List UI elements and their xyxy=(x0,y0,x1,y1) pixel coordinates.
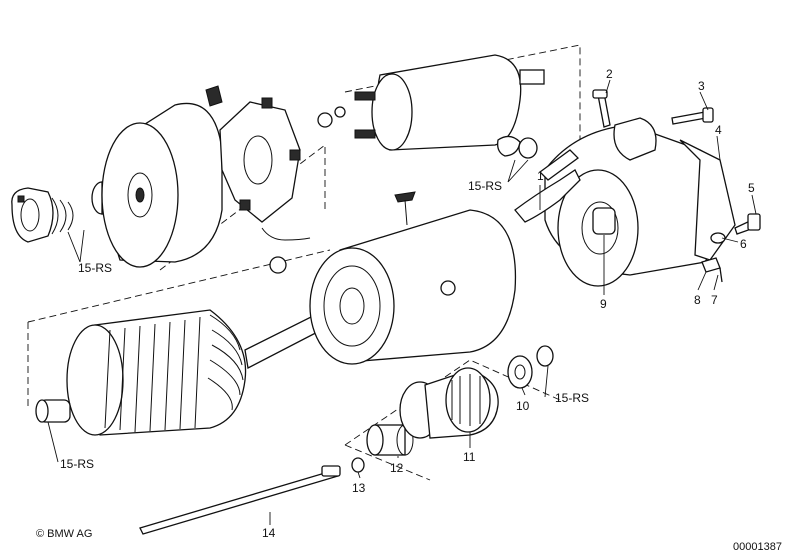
kit-labels: 15-RS 15-RS 15-RS 15-RS xyxy=(60,179,589,471)
callout-3[interactable]: 3 xyxy=(698,79,705,93)
callout-7[interactable]: 7 xyxy=(711,293,718,307)
callout-1[interactable]: 1 xyxy=(537,169,544,183)
callout-2[interactable]: 2 xyxy=(606,67,613,81)
callout-9[interactable]: 9 xyxy=(600,297,607,311)
callout-12[interactable]: 12 xyxy=(390,461,404,475)
image-number: 00001387 xyxy=(733,541,782,553)
kit-label-15-rs[interactable]: 15-RS xyxy=(78,261,112,275)
callout-10[interactable]: 10 xyxy=(516,399,530,413)
callout-8[interactable]: 8 xyxy=(694,293,701,307)
callout-14[interactable]: 14 xyxy=(262,526,276,540)
callout-11[interactable]: 11 xyxy=(463,450,476,464)
callout-leaders xyxy=(47,79,757,525)
kit-label-15-rs[interactable]: 15-RS xyxy=(555,391,589,405)
callout-4[interactable]: 4 xyxy=(715,123,722,137)
callout-6[interactable]: 6 xyxy=(740,237,747,251)
pinion-and-bushings xyxy=(139,345,554,535)
drive-end-housing xyxy=(514,117,736,287)
copyright-label: © BMW AG xyxy=(36,528,93,540)
commutator-end-housing xyxy=(101,85,223,268)
stator-housing xyxy=(309,191,517,365)
callout-13[interactable]: 13 xyxy=(352,481,366,495)
fasteners xyxy=(592,89,761,283)
part-callouts: 1 2 3 4 5 6 7 8 9 10 11 12 13 14 xyxy=(262,67,755,540)
kit-label-15-rs[interactable]: 15-RS xyxy=(60,457,94,471)
solenoid-switch xyxy=(317,54,545,159)
callout-5[interactable]: 5 xyxy=(748,181,755,195)
brush-plate xyxy=(219,97,311,274)
kit-label-15-rs[interactable]: 15-RS xyxy=(468,179,502,193)
